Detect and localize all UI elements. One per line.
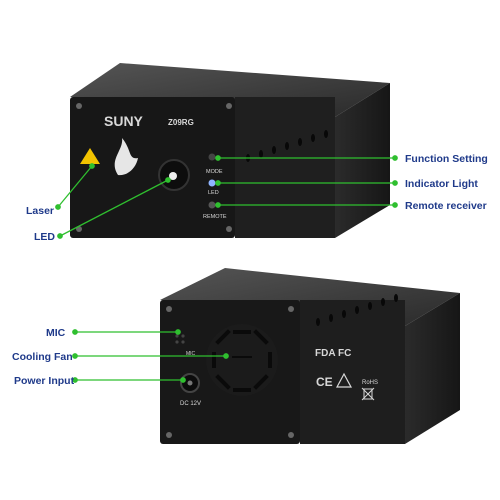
indicator-led xyxy=(208,179,216,187)
mode-button[interactable] xyxy=(208,153,216,161)
label-mic: MIC xyxy=(46,327,66,339)
label-power-input: Power Input xyxy=(14,375,75,387)
model-label: Z09RG xyxy=(168,118,194,127)
screw-icon xyxy=(76,103,82,109)
callout-line-led xyxy=(57,177,171,239)
led-label: LED xyxy=(208,190,219,196)
rohs-mark: RoHS xyxy=(362,380,378,386)
led-lens xyxy=(169,172,177,180)
fda-mark: FDA xyxy=(315,348,336,359)
mic-holes xyxy=(175,334,185,344)
callout-labels: Function Setting Indicator Light Remote … xyxy=(12,153,488,387)
ce-mark: CE xyxy=(316,375,333,389)
warning-triangle-icon xyxy=(335,372,353,388)
label-remote-receiver: Remote receiver xyxy=(405,200,487,212)
callout-lines xyxy=(55,155,398,383)
laser-warning-icon xyxy=(80,148,100,164)
side-vents xyxy=(316,294,398,326)
screw-icon xyxy=(226,226,232,232)
label-cooling-fan: Cooling Fan xyxy=(12,351,73,363)
label-laser: Laser xyxy=(26,205,54,217)
label-led: LED xyxy=(34,231,55,243)
weee-bin-icon xyxy=(361,387,375,401)
dc-label: DC 12V xyxy=(180,401,201,407)
remote-receiver xyxy=(208,201,216,209)
mode-label: MODE xyxy=(206,169,223,175)
screw-icon xyxy=(288,432,294,438)
brand-logo: SUNY xyxy=(104,113,144,129)
screw-icon xyxy=(226,103,232,109)
laser-device-back: MIC DC 12V FDA FC CE RoHS xyxy=(160,268,460,444)
screw-icon xyxy=(166,306,172,312)
label-indicator-light: Indicator Light xyxy=(405,178,478,190)
laser-device-front: SUNY Z09RG MODE LED REMOTE xyxy=(70,63,390,238)
device-side-face xyxy=(405,293,460,444)
fc-mark: FC xyxy=(338,348,351,359)
cooling-fan-grille xyxy=(206,324,278,396)
screw-icon xyxy=(166,432,172,438)
remote-label: REMOTE xyxy=(203,214,227,220)
label-function-setting: Function Setting xyxy=(405,153,488,165)
flame-logo-icon xyxy=(114,138,138,176)
screw-icon xyxy=(288,306,294,312)
